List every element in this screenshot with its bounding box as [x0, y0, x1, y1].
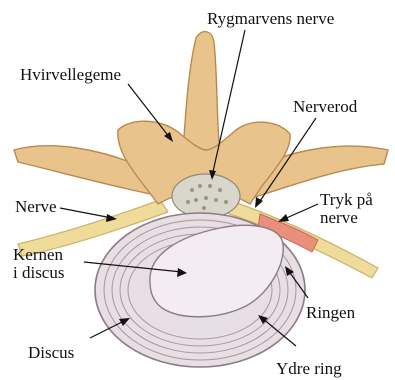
label-nerve: Nerve: [15, 197, 57, 216]
label-ring: Ringen: [306, 303, 356, 322]
label-nucleus-line1: Kernen: [13, 245, 64, 264]
label-vertebral-body: Hvirvellegeme: [20, 65, 121, 84]
label-nucleus-line2: i discus: [13, 263, 64, 282]
label-pressure-line2: nerve: [320, 208, 358, 227]
label-nerve-root: Nerverod: [293, 97, 358, 116]
label-pressure-line1: Tryk på: [320, 190, 373, 209]
disc: [95, 213, 305, 367]
label-spinal-nerve: Rygmarvens nerve: [207, 9, 334, 28]
label-disc: Discus: [28, 343, 74, 362]
label-outer-ring: Ydre ring: [276, 359, 342, 378]
